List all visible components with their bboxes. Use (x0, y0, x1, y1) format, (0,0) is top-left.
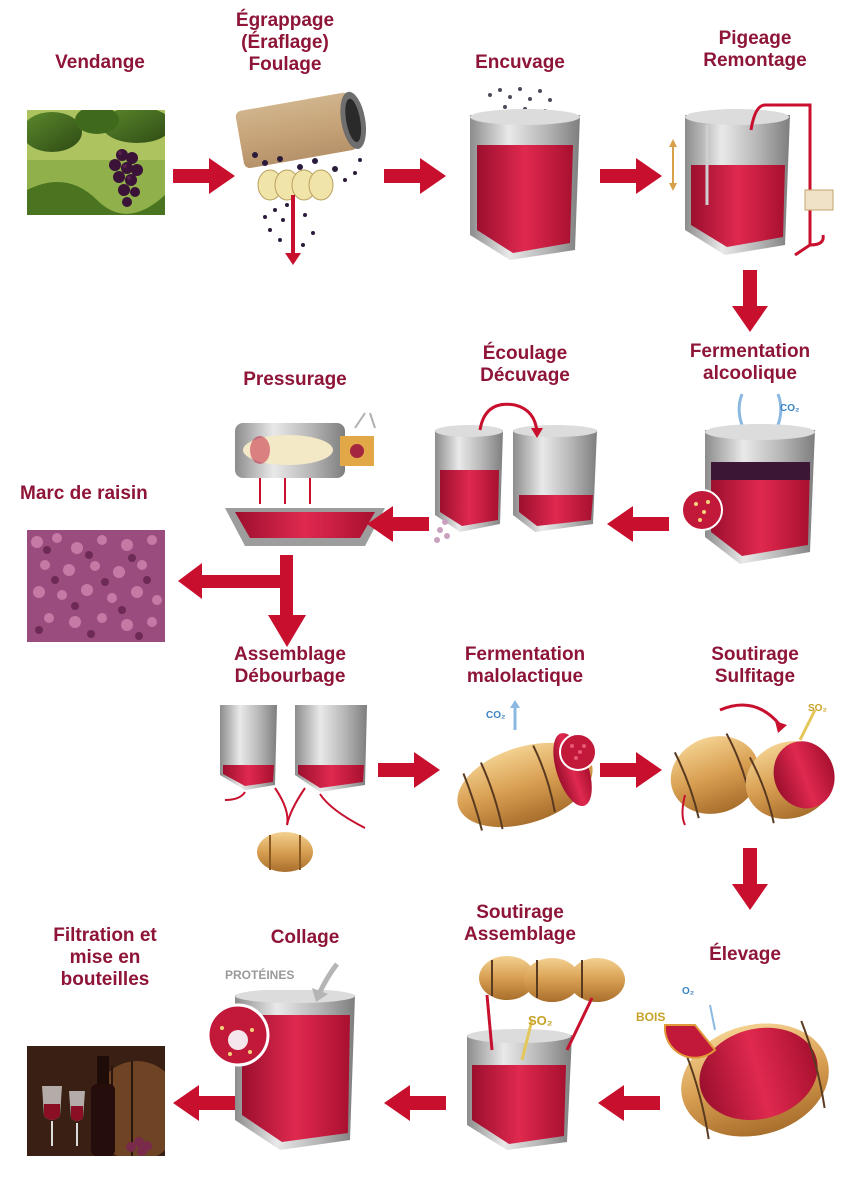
label-line: Fermentation (689, 341, 811, 362)
label-line: Marc de raisin (20, 483, 148, 504)
label-soutirage-assemblage: Soutirage Assemblage (445, 902, 595, 946)
barrel-icon (457, 700, 597, 831)
o2-annotation: O₂ (682, 986, 695, 997)
arrow-left-icon (598, 1085, 660, 1121)
label-line: Pressurage (243, 369, 347, 390)
bois-annotation: BOIS (636, 1010, 666, 1024)
arrow-right-icon (600, 158, 662, 194)
label-soutirage-sulfitage: Soutirage Sulfitage (680, 644, 830, 688)
arrow-left-icon (607, 506, 669, 542)
label-pressurage: Pressurage (220, 369, 370, 391)
arrow-left-icon (367, 506, 429, 542)
label-line: Foulage (248, 54, 322, 75)
arrow-right-icon (378, 752, 440, 788)
label-line: malolactique (466, 666, 584, 687)
vat-icon (467, 956, 625, 1150)
label-line: Collage (270, 927, 340, 948)
arrow-right-icon (173, 158, 235, 194)
label-line: Pigeage (718, 28, 792, 49)
label-line: Égrappage (235, 10, 335, 31)
proteines-annotation: PROTÉINES (225, 968, 295, 982)
label-filtration: Filtration et mise en bouteilles (20, 925, 190, 991)
label-line: Filtration et (53, 925, 157, 946)
label-line: Décuvage (480, 365, 570, 386)
label-line: Débourbage (234, 666, 346, 687)
grape-vine-photo-icon (27, 110, 165, 215)
label-line: alcoolique (703, 363, 797, 384)
label-line: Assemblage (234, 644, 346, 665)
label-line: Assemblage (464, 924, 576, 945)
label-elevage: Élevage (670, 944, 820, 966)
label-ecoulage: Écoulage Décuvage (450, 343, 600, 387)
label-fermentation-alcoolique: Fermentation alcoolique (670, 341, 830, 385)
label-fermentation-malolactique: Fermentation malolactique (445, 644, 605, 688)
wine-bottle-photo-icon (27, 1046, 165, 1156)
label-egrappage: Égrappage (Éraflage) Foulage (215, 10, 355, 76)
pomace-photo-icon (27, 530, 165, 642)
label-line: Soutirage (476, 902, 564, 923)
arrow-split-icon (178, 555, 306, 647)
draining-vats-icon (434, 402, 597, 543)
destemmer-crusher-icon (235, 91, 367, 265)
label-line: Remontage (703, 50, 807, 71)
arrow-right-icon (600, 752, 662, 788)
label-line: Encuvage (475, 52, 565, 73)
label-assemblage-debourbage: Assemblage Débourbage (215, 644, 365, 688)
label-pigeage: Pigeage Remontage (680, 28, 830, 72)
label-line: mise en (69, 947, 141, 968)
press-icon (225, 412, 385, 546)
label-line: Écoulage (482, 343, 568, 364)
fermenting-vat-icon (681, 393, 815, 564)
pump-over-vat-icon (669, 103, 834, 257)
label-line: (Éraflage) (241, 32, 329, 53)
co2-annotation: CO₂ (780, 403, 800, 414)
barrels-icon (670, 703, 835, 826)
label-marc: Marc de raisin (20, 483, 210, 505)
vat-fining-icon (206, 990, 355, 1150)
arrow-left-icon (384, 1085, 446, 1121)
label-line: Sulfitage (714, 666, 796, 687)
label-collage: Collage (235, 927, 375, 949)
so2-annotation: SO₂ (808, 703, 827, 714)
barrel-icon (663, 1004, 829, 1140)
label-vendange: Vendange (30, 52, 170, 74)
proteines-arrow-icon (312, 962, 339, 1002)
arrow-down-icon (732, 270, 768, 332)
arrow-right-icon (384, 158, 446, 194)
vat-icon (470, 87, 580, 260)
so2-annotation: SO₂ (528, 1013, 553, 1028)
arrow-down-icon (732, 848, 768, 910)
label-line: Vendange (55, 52, 145, 73)
co2-annotation: CO₂ (486, 710, 506, 721)
label-encuvage: Encuvage (450, 52, 590, 74)
arrow-left-icon (173, 1085, 235, 1121)
settling-vats-icon (220, 705, 367, 872)
label-line: Soutirage (711, 644, 799, 665)
label-line: Fermentation (464, 644, 586, 665)
label-line: Élevage (709, 944, 781, 965)
label-line: bouteilles (60, 969, 150, 990)
